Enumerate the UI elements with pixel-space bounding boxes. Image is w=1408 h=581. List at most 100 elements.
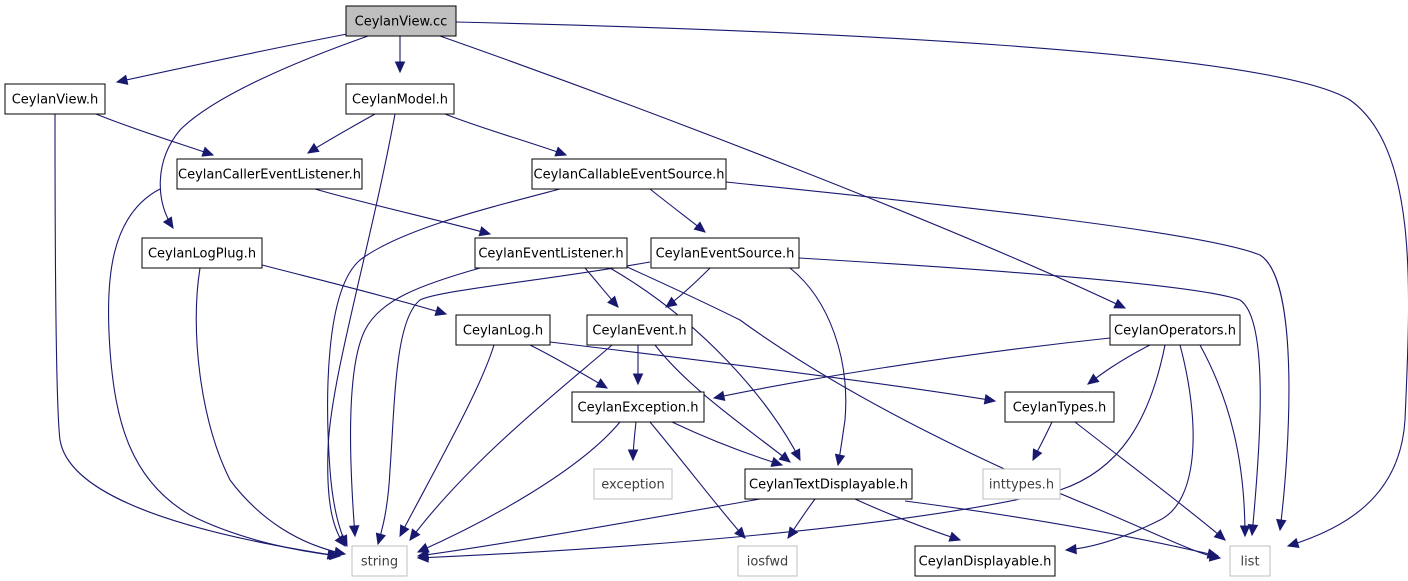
arrowhead-icon (115, 74, 129, 85)
node-types-h[interactable]: CeylanTypes.h (1004, 391, 1115, 423)
node-event-h[interactable]: CeylanEvent.h (586, 314, 693, 346)
node-box (141, 237, 263, 269)
edge-operators_h-to-displayable_h (1064, 344, 1194, 555)
node-exception-h[interactable]: CeylanException.h (571, 391, 705, 423)
node-label: CeylanEventListener.h (478, 247, 623, 262)
arrowhead-icon (337, 534, 348, 548)
node-list: list (1229, 545, 1271, 577)
arrowhead-icon (627, 449, 639, 462)
arrowhead-icon (394, 61, 406, 74)
arrowhead-icon (1276, 518, 1287, 532)
edge-exception_h-to-exception (627, 421, 639, 462)
node-box (1004, 391, 1115, 423)
node-logplug-h[interactable]: CeylanLogPlug.h (141, 237, 263, 269)
node-label: CeylanModel.h (352, 93, 448, 108)
node-callableeventsource-h[interactable]: CeylanCallableEventSource.h (531, 158, 727, 190)
node-log-h[interactable]: CeylanLog.h (455, 314, 551, 346)
arrowhead-icon (478, 226, 492, 237)
edge-line (95, 113, 214, 156)
node-textdisplayable-h[interactable]: CeylanTextDisplayable.h (744, 468, 913, 500)
node-label: CeylanException.h (578, 401, 699, 416)
edge-line (116, 33, 348, 83)
node-box (737, 545, 798, 577)
arrowhead-icon (1239, 525, 1251, 538)
arrowhead-icon (162, 216, 174, 230)
arrowhead-icon (734, 526, 746, 539)
edge-line (649, 421, 746, 539)
node-label: CeylanEventSource.h (656, 247, 795, 262)
edge-line (327, 188, 561, 547)
node-label: string (361, 555, 398, 570)
edge-line (444, 113, 567, 156)
arrowhead-icon (409, 528, 421, 541)
node-ceylanview-h[interactable]: CeylanView.h (4, 83, 106, 115)
node-box (531, 158, 727, 190)
node-box (1109, 314, 1241, 346)
edge-textdisplayable_h-to-displayable_h (854, 498, 962, 542)
node-label: CeylanCallerEventListener.h (178, 168, 361, 183)
arrowhead-icon (1113, 298, 1127, 309)
node-eventsource-h[interactable]: CeylanEventSource.h (650, 237, 800, 269)
edge-line (789, 267, 847, 466)
edge-line (107, 188, 341, 557)
node-box (744, 468, 913, 500)
edge-line (54, 113, 339, 557)
edge-line (417, 421, 621, 553)
edge-ceylanmodel_h-to-callereventlistener_h (306, 113, 376, 154)
edge-exception_h-to-string (416, 421, 621, 553)
node-ceylanmodel-h[interactable]: CeylanModel.h (345, 83, 455, 115)
node-label: CeylanView.h (12, 93, 99, 108)
edge-log_h-to-types_h (549, 341, 997, 405)
node-displayable-h[interactable]: CeylanDisplayable.h (914, 545, 1056, 577)
edge-event_h-to-string (409, 344, 613, 541)
arrowhead-icon (375, 532, 386, 546)
edge-ceylanmodel_h-to-callableeventsource_h (444, 113, 568, 157)
edge-exception_h-to-textdisplayable_h (671, 421, 784, 467)
edge-callereventlistener_h-to-eventlistener_h (314, 188, 492, 237)
edges-layer (54, 21, 1408, 563)
edge-callableeventsource_h-to-eventsource_h (649, 188, 706, 233)
edge-eventsource_h-to-event_h (665, 267, 711, 308)
edge-line (549, 341, 996, 402)
edge-logplug_h-to-log_h (261, 264, 448, 316)
edge-line (609, 267, 801, 461)
node-label: CeylanTypes.h (1013, 401, 1107, 416)
arrowhead-icon (607, 295, 619, 308)
arrowhead-icon (416, 549, 430, 560)
arrowhead-icon (665, 296, 678, 308)
edge-eventsource_h-to-list (798, 257, 1261, 537)
node-box (914, 545, 1056, 577)
edge-eventlistener_h-to-textdisplayable_h (609, 267, 801, 462)
node-box (345, 5, 457, 37)
edge-line (417, 498, 761, 557)
edge-eventsource_h-to-string (375, 261, 651, 546)
node-operators-h[interactable]: CeylanOperators.h (1109, 314, 1241, 346)
edge-line (1087, 344, 1151, 385)
edge-line (1065, 344, 1194, 551)
edge-line (261, 264, 447, 315)
arrowhead-icon (632, 373, 644, 386)
edge-line (798, 257, 1261, 536)
edge-line (854, 498, 961, 541)
node-callereventlistener-h[interactable]: CeylanCallerEventListener.h (176, 158, 363, 190)
edge-line (904, 500, 1219, 557)
edge-textdisplayable_h-to-string (416, 498, 761, 560)
node-box (474, 237, 628, 269)
edge-line (377, 261, 651, 545)
node-iosfwd: iosfwd (737, 545, 798, 577)
arrowhead-icon (399, 524, 410, 538)
node-label: CeylanEvent.h (592, 324, 686, 339)
node-box (593, 468, 673, 500)
node-eventlistener-h[interactable]: CeylanEventListener.h (474, 237, 628, 269)
edge-eventsource_h-to-textdisplayable_h (789, 267, 847, 467)
edge-exception_h-to-iosfwd (649, 421, 746, 539)
arrowhead-icon (778, 451, 791, 463)
arrowhead-icon (1213, 529, 1226, 541)
edge-logplug_h-to-string (195, 267, 347, 558)
node-ceylanview-cc[interactable]: CeylanView.cc (345, 5, 457, 37)
edge-callableeventsource_h-to-list (725, 181, 1290, 532)
edge-line (654, 344, 791, 463)
node-label: CeylanView.cc (355, 15, 448, 30)
edge-line (725, 181, 1290, 531)
